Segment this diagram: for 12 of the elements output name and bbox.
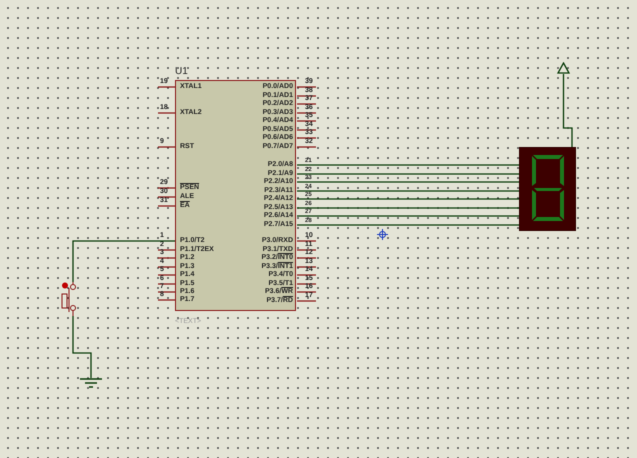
wire (297, 190, 519, 192)
wire (72, 240, 175, 282)
wire (562, 74, 573, 147)
wire (297, 198, 519, 200)
wire (297, 181, 519, 183)
wire (297, 215, 519, 217)
wire (297, 224, 519, 226)
wire (297, 164, 519, 166)
reference-designator: U1 (175, 66, 188, 77)
wire (297, 173, 519, 175)
wire (297, 207, 519, 209)
wire (72, 316, 92, 378)
